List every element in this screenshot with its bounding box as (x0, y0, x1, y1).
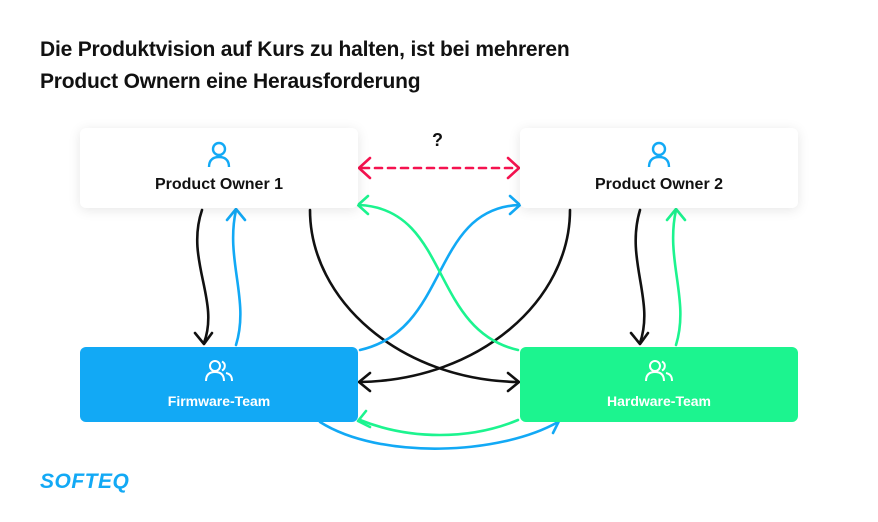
arrow-po1-to-hardware (308, 208, 520, 384)
title-line-1: Die Produktvision auf Kurs zu halten, is… (40, 38, 570, 61)
arrowhead (357, 156, 372, 180)
arrowhead (225, 207, 247, 222)
node-label: Product Owner 2 (594, 176, 724, 193)
person-icon (207, 141, 231, 168)
arrow-po2-to-firmware (358, 208, 572, 384)
arrowhead (506, 371, 521, 393)
arrowhead (356, 194, 370, 216)
arrowhead (665, 207, 687, 222)
arrow-po2-to-hardware (634, 208, 646, 345)
arrow-hardware-to-po1 (358, 203, 520, 352)
arrow-hardware-to-firmware (358, 418, 520, 437)
arrow-firmware-to-po1 (231, 208, 242, 347)
node-firmware-team: Firmware-Team (80, 347, 358, 422)
person-icon (647, 141, 671, 168)
node-product-owner-1: Product Owner 1 (80, 128, 358, 208)
page-title: Die Produktvision auf Kurs zu halten, is… (40, 34, 570, 98)
arrowhead (193, 331, 214, 346)
node-label: Hardware-Team (606, 393, 711, 409)
node-hardware-team: Hardware-Team (520, 347, 798, 422)
title-line-2: Product Ownern eine Herausforderung (40, 70, 421, 93)
group-icon (205, 360, 233, 382)
node-label: Firmware-Team (167, 393, 271, 409)
arrow-hardware-to-po2 (671, 208, 682, 347)
node-label: Product Owner 1 (154, 176, 284, 193)
softeq-logo: SOFTEQ (40, 470, 130, 493)
node-product-owner-2: Product Owner 2 (520, 128, 798, 208)
question-mark: ? (432, 130, 443, 150)
arrowhead (629, 331, 650, 346)
arrowhead (356, 409, 372, 429)
arrow-firmware-to-po2 (358, 203, 520, 352)
arrowhead (506, 156, 521, 180)
group-icon (645, 360, 673, 382)
arrow-firmware-to-hardware (318, 420, 560, 450)
arrow-po1-to-firmware (195, 208, 210, 345)
arrowhead (357, 371, 372, 393)
